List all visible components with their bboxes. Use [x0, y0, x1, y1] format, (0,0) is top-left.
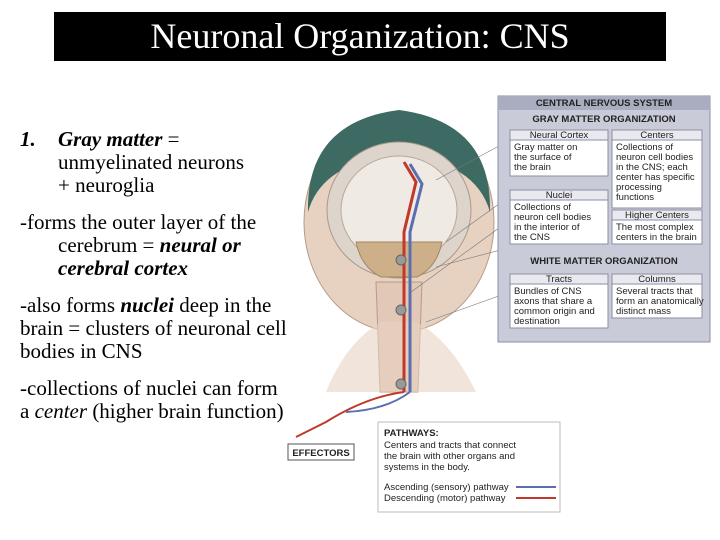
- term-neural-cortex: neural or cerebral cortex: [58, 233, 241, 280]
- centers-label: Centers: [640, 130, 674, 141]
- cns-summary-table: CENTRAL NERVOUS SYSTEM GRAY MATTER ORGAN…: [497, 95, 711, 343]
- bullet-nuclei: -also forms nuclei deep in the brain = c…: [20, 294, 290, 363]
- columns-label: Columns: [638, 274, 676, 285]
- pathways-header: PATHWAYS:: [384, 428, 439, 439]
- neural-cortex-label: Neural Cortex: [530, 130, 589, 141]
- nuclei-desc: Collections of neuron cell bodies in the…: [514, 202, 594, 243]
- bullet-outer-layer: -forms the outer layer of the cerebrum =…: [20, 211, 290, 280]
- bullet-list: 1. Gray matter =unmyelinated neurons+ neu…: [20, 128, 290, 423]
- bullet-text: deep in the brain = clusters of neuronal…: [20, 293, 287, 363]
- cns-figure: CENTRAL NERVOUS SYSTEM GRAY MATTER ORGAN…: [287, 95, 711, 513]
- centers-desc: Collections of neuron cell bodies in the…: [616, 142, 697, 203]
- effectors-box: EFFECTORS: [287, 443, 355, 461]
- bullet-eq: =: [162, 127, 180, 151]
- bullet-line: + neuroglia: [58, 173, 155, 197]
- neural-cortex-desc: Gray matter on the surface of the brain: [514, 142, 580, 173]
- columns-desc: Several tracts that form an anatomically…: [616, 286, 706, 317]
- bullet-text: -collections of nuclei can form a: [20, 376, 278, 423]
- cns-header: CENTRAL NERVOUS SYSTEM: [536, 98, 672, 109]
- term-nuclei: nuclei: [120, 293, 174, 317]
- ascending-label: Ascending (sensory) pathway: [384, 482, 509, 493]
- effectors-label: EFFECTORS: [292, 448, 349, 459]
- bullet-text: (higher brain function): [87, 399, 284, 423]
- bullet-number: 1.: [20, 127, 36, 151]
- descending-label: Descending (motor) pathway: [384, 493, 506, 504]
- term-center: center: [34, 399, 88, 423]
- gray-matter-header: GRAY MATTER ORGANIZATION: [532, 114, 675, 125]
- slide-title: Neuronal Organization: CNS: [54, 12, 666, 61]
- bullet-text: -forms the outer layer of the cerebrum =: [20, 210, 257, 257]
- term-gray-matter: Gray matter: [58, 127, 163, 151]
- pathways-legend: PATHWAYS: Centers and tracts that connec…: [377, 421, 561, 513]
- bullet-gray-matter: 1. Gray matter =unmyelinated neurons+ neu…: [20, 128, 290, 197]
- pathways-desc: Centers and tracts that connect the brai…: [384, 440, 519, 473]
- bullet-line: unmyelinated neurons: [58, 150, 245, 174]
- bullet-center: -collections of nuclei can form a center…: [20, 377, 290, 423]
- tracts-desc: Bundles of CNS axons that share a common…: [514, 286, 597, 327]
- white-matter-header: WHITE MATTER ORGANIZATION: [530, 256, 678, 267]
- higher-centers-label: Higher Centers: [625, 210, 689, 221]
- bullet-text: -also forms: [20, 293, 121, 317]
- head-illustration: [295, 110, 495, 438]
- tracts-label: Tracts: [546, 274, 572, 285]
- higher-centers-desc: The most complex centers in the brain: [616, 222, 697, 243]
- nuclei-label: Nuclei: [546, 190, 572, 201]
